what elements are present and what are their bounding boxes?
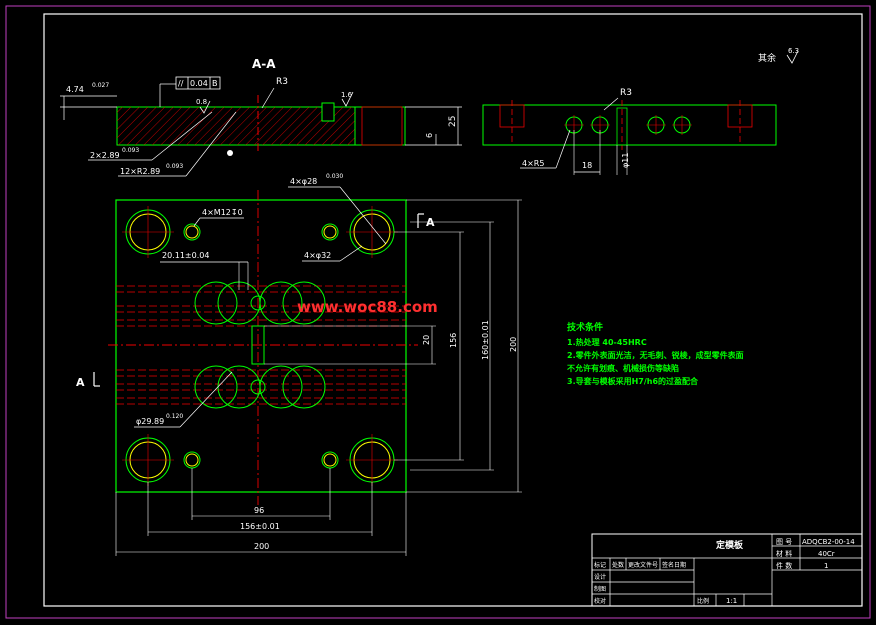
plan-view: A A 4×φ28 0.030 4×M12↧0 4×φ32 20.11±0.04…	[76, 173, 522, 556]
tolerance-value: 0.04	[190, 79, 208, 88]
rough-16: 1.6	[341, 91, 353, 99]
drawing-no-label: 图 号	[776, 538, 792, 546]
side-view: R3 4×R5 18 φ11	[482, 88, 777, 175]
tolerance-frame	[175, 76, 221, 90]
row-check: 校对	[594, 597, 606, 605]
dim-phi2989-tol: 0.120	[166, 413, 183, 420]
watermark: www.woc88.com	[297, 298, 438, 316]
row-draw: 制图	[594, 585, 606, 593]
dim-18: 18	[582, 161, 592, 170]
roughness-icon-general	[786, 50, 799, 64]
dim-474: 4.74	[66, 85, 84, 94]
section-marker: A	[426, 216, 435, 229]
dim-200v: 200	[509, 337, 518, 352]
roughness-icon	[199, 100, 211, 114]
tolerance-ref: B	[212, 79, 218, 88]
col-count: 处数	[612, 561, 624, 569]
tech-line1: 1.热处理 40-45HRC	[567, 337, 647, 347]
dim-phi11: φ11	[621, 153, 630, 168]
view-marker-left: A	[76, 376, 85, 389]
drawing-no: ADQCB2-00-14	[802, 538, 855, 546]
dim-20: 20	[422, 335, 431, 345]
title-block: 定模板 图 号 ADQCB2-00-14 材 料 40Cr 件 数 1 标记 处…	[591, 533, 863, 607]
col-mark: 标记	[594, 561, 606, 569]
dim-4xphi28: 4×φ28	[290, 177, 317, 186]
dim-4xphi28-tol: 0.030	[326, 173, 343, 180]
roughness-value: 6.3	[788, 47, 799, 55]
roughness-icon-2	[341, 91, 354, 107]
rough-08: 0.8	[196, 98, 207, 106]
dim-96: 96	[254, 506, 264, 515]
dim-4xm12: 4×M12↧0	[202, 208, 243, 217]
dim-r3-right: R3	[620, 88, 632, 98]
dim-156h: 156±0.01	[240, 522, 280, 531]
roughness-label: 其余	[758, 52, 776, 64]
tech-line4: 3.导套与模板采用H7/h6的过盈配合	[567, 376, 699, 386]
section-title: A-A	[252, 57, 276, 71]
dim-156v: 156	[449, 333, 458, 348]
sheet-inner-border	[43, 13, 863, 607]
dim-12xr289: 12×R2.89	[120, 167, 160, 176]
dim-r3-left: R3	[276, 77, 288, 87]
dim-200h: 200	[254, 542, 269, 551]
material-label: 材 料	[776, 549, 792, 558]
dim-2x289-tol: 0.093	[122, 147, 139, 154]
section-view-a-a: A-A 25 6 4.74 0.027 // 0.04 B R3	[60, 57, 462, 177]
plate-outline	[115, 199, 407, 493]
dim-25: 25	[448, 116, 458, 127]
dim-12xr289-tol: 0.093	[166, 163, 183, 170]
datum-marker	[227, 150, 233, 156]
tech-line2: 2.零件外表面光洁，无毛刺、锐棱，成型零件表面	[567, 350, 744, 360]
dim-2x289: 2×2.89	[90, 151, 120, 160]
dim-4xphi32: 4×φ32	[304, 251, 331, 260]
dim-6: 6	[425, 133, 434, 138]
scale: 1:1	[726, 597, 737, 605]
dim-phi2989: φ29.89	[136, 417, 164, 426]
qty: 1	[824, 562, 828, 570]
tolerance-symbol: //	[178, 79, 184, 88]
dim-2011: 20.11±0.04	[162, 251, 209, 260]
tech-line3: 不允许有划痕、机械损伤等缺陷	[567, 363, 679, 373]
dim-474-tol: 0.027	[92, 82, 109, 89]
technical-notes: 技术条件 1.热处理 40-45HRC 2.零件外表面光洁，无毛刺、锐棱，成型零…	[567, 321, 744, 386]
col-file: 更改文件号	[628, 561, 658, 569]
qty-label: 件 数	[776, 561, 792, 570]
tech-title: 技术条件	[567, 321, 603, 333]
sheet-outer-border	[5, 5, 871, 619]
row-design: 设计	[594, 573, 606, 581]
dim-160: 160±0.01	[481, 320, 490, 360]
scale-label: 比例	[697, 597, 709, 605]
material: 40Cr	[818, 550, 835, 558]
col-sign: 签名日期	[662, 561, 686, 569]
part-name: 定模板	[715, 539, 744, 551]
dim-4xr5: 4×R5	[522, 159, 544, 168]
